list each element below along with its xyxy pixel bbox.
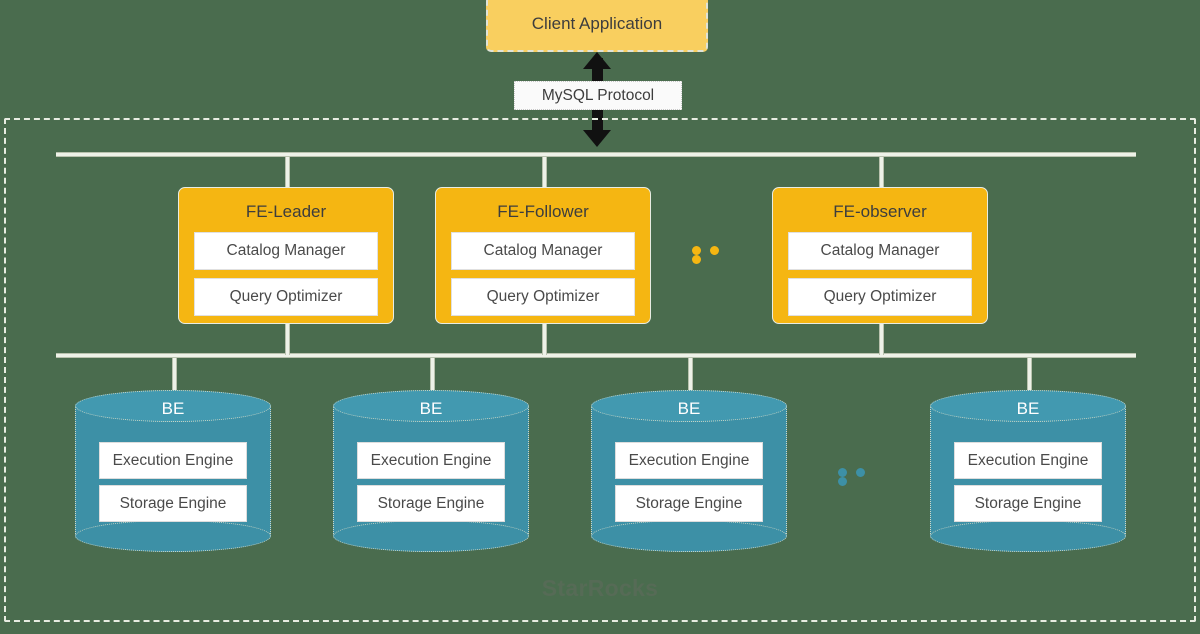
- fe-node-title: FE-Leader: [245, 202, 327, 221]
- be-cylinder-top: [75, 390, 271, 422]
- connector-bus-to-be-3: [688, 358, 693, 402]
- be-module-execution-engine: Execution Engine: [615, 442, 763, 479]
- connector-fe-1-to-bus: [285, 324, 290, 355]
- connector-bus-to-be-2: [430, 358, 435, 402]
- starrocks-boundary: [4, 118, 1196, 622]
- be-node-1[interactable]: BE Execution Engine Storage Engine: [75, 390, 271, 552]
- arrow-up-shaft-icon: [592, 58, 603, 94]
- fe-module-query-optimizer: Query Optimizer: [194, 278, 378, 316]
- fe-be-bus-line: [56, 353, 1136, 358]
- fe-node-leader[interactable]: FE-Leader Catalog Manager Query Optimize…: [178, 187, 394, 324]
- fe-module-query-optimizer: Query Optimizer: [788, 278, 972, 316]
- fe-module-catalog-manager: Catalog Manager: [194, 232, 378, 270]
- fe-module-catalog-manager: Catalog Manager: [788, 232, 972, 270]
- be-node-title: BE: [1016, 399, 1040, 418]
- client-application-box: Client Application: [486, 0, 708, 52]
- arrow-down-head-icon: [583, 130, 611, 147]
- fe-module-query-optimizer: Query Optimizer: [451, 278, 635, 316]
- fe-ellipsis-dot-1: [692, 246, 701, 255]
- connector-bus-to-fe-2: [542, 157, 547, 189]
- fe-ellipsis-icon: [692, 246, 738, 264]
- be-cylinder-bottom: [75, 520, 271, 552]
- mysql-protocol-label-box: MySQL Protocol: [514, 81, 682, 110]
- connector-bus-to-fe-1: [285, 157, 290, 189]
- be-ellipsis-icon: [838, 468, 884, 486]
- be-cylinder-top: [591, 390, 787, 422]
- be-module-execution-engine: Execution Engine: [99, 442, 247, 479]
- be-node-title: BE: [677, 399, 701, 418]
- be-cylinder-bottom: [930, 520, 1126, 552]
- be-cylinder-bottom: [333, 520, 529, 552]
- be-module-execution-engine: Execution Engine: [954, 442, 1102, 479]
- be-node-title: BE: [161, 399, 185, 418]
- be-node-4[interactable]: BE Execution Engine Storage Engine: [930, 390, 1126, 552]
- be-cylinder-bottom: [591, 520, 787, 552]
- be-module-execution-engine: Execution Engine: [357, 442, 505, 479]
- starrocks-wordmark: StarRocks: [541, 574, 659, 601]
- fe-node-follower[interactable]: FE-Follower Catalog Manager Query Optimi…: [435, 187, 651, 324]
- fe-node-title: FE-Follower: [497, 202, 589, 221]
- connector-bus-to-be-1: [172, 358, 177, 402]
- connector-fe-3-to-bus: [879, 324, 884, 355]
- be-ellipsis-dot-2: [856, 468, 865, 477]
- fe-ellipsis-dot-3: [692, 255, 701, 264]
- fe-module-catalog-manager: Catalog Manager: [451, 232, 635, 270]
- be-ellipsis-dot-3: [838, 477, 847, 486]
- be-cylinder-top: [930, 390, 1126, 422]
- be-node-title: BE: [419, 399, 443, 418]
- connector-bus-to-fe-3: [879, 157, 884, 189]
- be-module-storage-engine: Storage Engine: [615, 485, 763, 522]
- fe-node-title: FE-observer: [833, 202, 927, 221]
- fe-node-observer[interactable]: FE-observer Catalog Manager Query Optimi…: [772, 187, 988, 324]
- mysql-protocol-label: MySQL Protocol: [541, 86, 655, 104]
- arrow-down-shaft-icon: [592, 102, 603, 138]
- connector-bus-to-be-4: [1027, 358, 1032, 402]
- be-module-storage-engine: Storage Engine: [357, 485, 505, 522]
- fe-bus-line-top: [56, 152, 1136, 157]
- client-application-label: Client Application: [531, 14, 663, 33]
- connector-fe-2-to-bus: [542, 324, 547, 355]
- be-ellipsis-dot-1: [838, 468, 847, 477]
- fe-ellipsis-dot-2: [710, 246, 719, 255]
- be-module-storage-engine: Storage Engine: [99, 485, 247, 522]
- be-node-3[interactable]: BE Execution Engine Storage Engine: [591, 390, 787, 552]
- be-node-2[interactable]: BE Execution Engine Storage Engine: [333, 390, 529, 552]
- be-module-storage-engine: Storage Engine: [954, 485, 1102, 522]
- be-cylinder-top: [333, 390, 529, 422]
